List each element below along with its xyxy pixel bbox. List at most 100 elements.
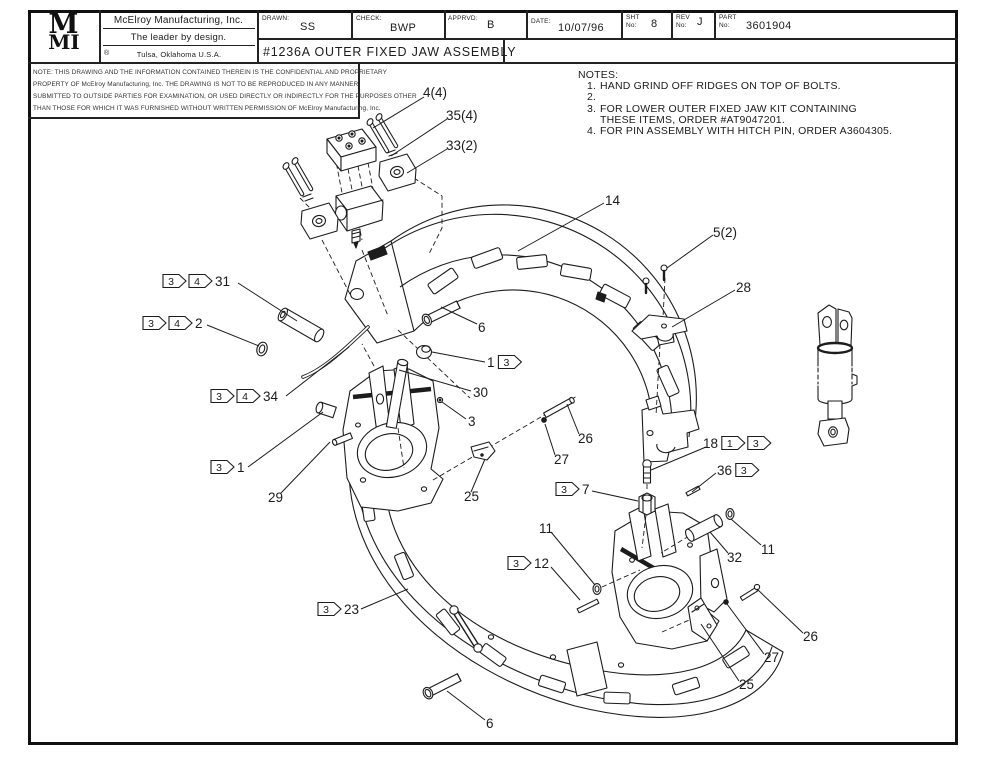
note-flag-number: 3 <box>323 604 329 616</box>
callout-3: 3 <box>441 401 476 429</box>
item-number: 29 <box>268 490 283 505</box>
callout-11-mid: 11 <box>539 521 596 586</box>
callout-2: 3 4 2 <box>142 315 260 347</box>
divider-company <box>257 10 259 64</box>
company-name: McElroy Manufacturing, Inc. <box>113 15 244 26</box>
callout-25-bottom: 25 <box>700 623 754 692</box>
notes-heading: NOTES: <box>578 69 619 81</box>
note-flag-icon <box>497 354 523 370</box>
item-number: 1 <box>237 460 245 475</box>
field-value-drawn: SS <box>300 21 316 33</box>
confidential-note-line: THAN THOSE FOR WHICH IT WAS FURNISHED WI… <box>33 104 381 112</box>
item-number: 33(2) <box>446 138 478 153</box>
field-label-apprvd: APPRVD: <box>448 15 478 22</box>
field-value-sht: 8 <box>651 18 658 30</box>
note-text: THESE ITEMS, ORDER #AT9047201. <box>600 113 785 126</box>
note-flag-number: 3 <box>216 462 222 474</box>
item-number: 25 <box>464 489 479 504</box>
field-value-date: 10/07/96 <box>558 22 605 34</box>
callout-6-bottom: 6 <box>446 690 494 731</box>
note-flag-number: 3 <box>741 465 747 477</box>
company-separator-1 <box>103 28 255 29</box>
company-tagline: The leader by design. <box>130 32 227 43</box>
item-number: 25 <box>739 677 754 692</box>
field-label-drawn: DRAWN: <box>262 15 290 22</box>
note-flag-icon <box>210 388 235 404</box>
note-number: 4. <box>587 125 597 138</box>
divider-date <box>621 10 623 40</box>
note-flag-icon <box>555 481 580 497</box>
drawing-title: #1236A OUTER FIXED JAW ASSEMBLY <box>263 45 517 59</box>
note-flag-number: 4 <box>174 318 180 330</box>
field-value-part: 3601904 <box>746 20 792 32</box>
confidential-note-line: PROPERTY OF McElroy Manufacturing, Inc. … <box>33 80 361 88</box>
item-number: 6 <box>478 320 486 335</box>
field-label-rev: REV <box>676 14 690 21</box>
field-label-rev-no: No: <box>676 22 687 29</box>
note-flag-icon <box>168 315 193 331</box>
item-number: 27 <box>554 452 569 467</box>
field-value-rev: J <box>697 16 703 28</box>
note-flag-icon <box>317 601 342 617</box>
callout-14: 14 <box>517 193 621 252</box>
item-number: 6 <box>486 716 494 731</box>
callout-25-top: 25 <box>464 458 486 504</box>
note-number: 3. <box>587 102 597 115</box>
company-separator-2 <box>103 45 255 46</box>
note-flag-number: 3 <box>148 318 154 330</box>
item-number: 32 <box>727 550 742 565</box>
confidential-note-box <box>28 64 360 119</box>
divider-drawn <box>351 10 353 40</box>
callout-32: 32 <box>709 531 742 565</box>
callout-35: 35(4) <box>390 108 478 157</box>
note-text: FOR LOWER OUTER FIXED JAW KIT CONTAINING <box>600 102 857 115</box>
divider-title-cell <box>503 40 505 62</box>
bolt-block-assembly <box>282 113 417 249</box>
callout-26-top: 26 <box>566 403 593 446</box>
item-number: 3 <box>468 414 476 429</box>
lower-jaw-ring <box>348 467 784 718</box>
left-hinge-lug <box>342 363 444 512</box>
field-label-check: CHECK: <box>356 15 382 22</box>
item-number: 4(4) <box>423 85 447 100</box>
field-label-sht-no: No: <box>626 22 637 29</box>
item-number: 23 <box>344 602 359 617</box>
note-number: 2. <box>587 91 597 104</box>
note-flag-icon <box>721 435 746 451</box>
item-number: 1 <box>487 355 495 370</box>
note-flag-icon <box>162 273 187 289</box>
item-number: 2 <box>195 316 203 331</box>
callout-26-bottom: 26 <box>756 588 818 644</box>
note-flag-icon <box>735 462 760 478</box>
note-flag-icon <box>747 435 772 451</box>
callout-23: 3 23 <box>317 588 409 617</box>
note-flag-number: 3 <box>753 438 759 450</box>
loose-parts <box>256 264 761 700</box>
note-flag-icon <box>188 273 213 289</box>
item-number: 26 <box>803 629 818 644</box>
field-value-check: BWP <box>390 22 417 34</box>
callout-5: 5(2) <box>666 225 737 269</box>
note-flag-icon <box>236 388 261 404</box>
note-item-3: 3.FOR LOWER OUTER FIXED JAW KIT CONTAINI… <box>578 102 892 115</box>
callout-30: 30 <box>398 369 488 400</box>
note-text: HAND GRIND OFF RIDGES ON TOP OF BOLTS. <box>600 80 841 93</box>
field-label-part: PART <box>719 14 737 21</box>
note-flag-number: 3 <box>503 357 509 369</box>
callout-27-bottom: 27 <box>726 603 779 665</box>
note-item-1: 1.HAND GRIND OFF RIDGES ON TOP OF BOLTS. <box>578 80 892 93</box>
note-item-2: 2. <box>578 92 892 103</box>
company-location: Tulsa, Oklahoma U.S.A. <box>136 50 222 59</box>
note-flag-number: 3 <box>513 558 519 570</box>
item-number: 35(4) <box>446 108 478 123</box>
callout-29: 29 <box>268 441 331 505</box>
callout-4: 4(4) <box>372 85 447 129</box>
hydraulic-cylinder <box>816 304 858 447</box>
field-label-part-no: No: <box>719 22 730 29</box>
